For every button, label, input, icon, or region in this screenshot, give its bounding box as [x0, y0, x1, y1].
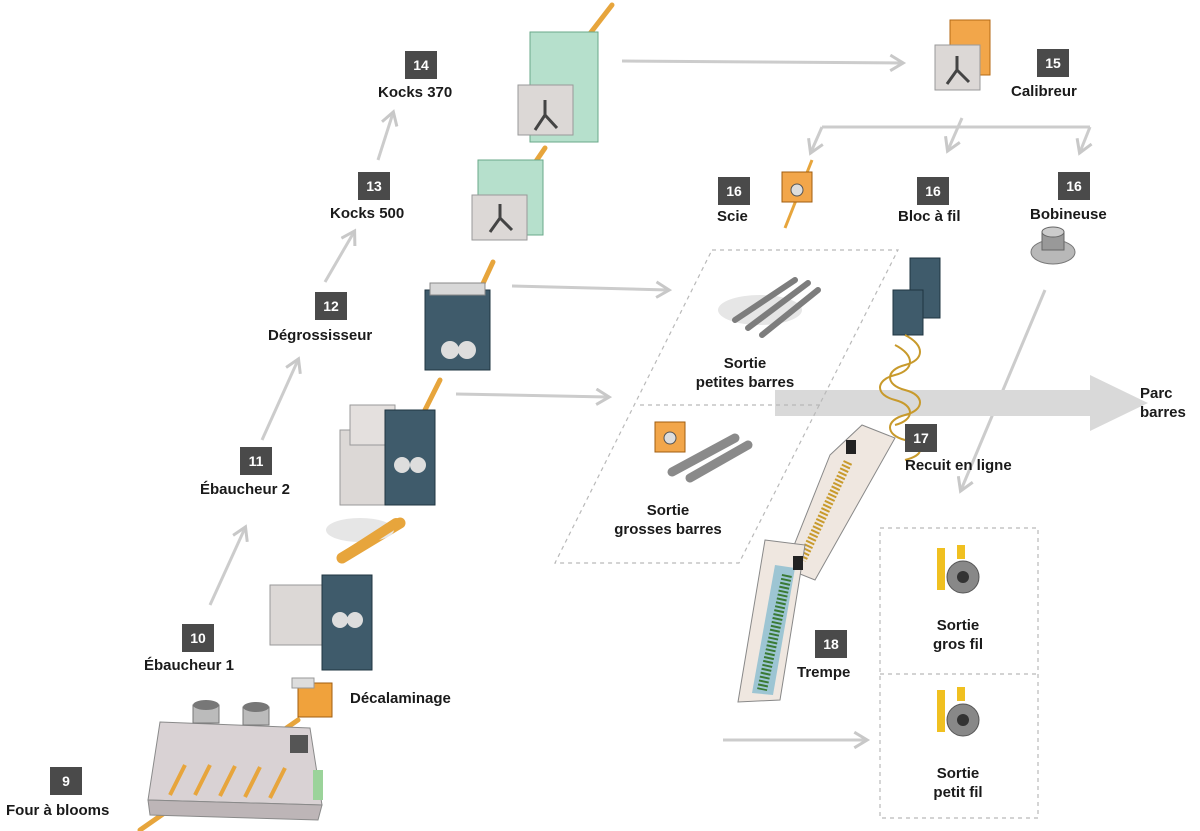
- arrow-12-to-13: [323, 232, 354, 283]
- split-arrow: [811, 125, 1090, 152]
- scie-unit: [781, 159, 814, 229]
- output-thick-wire: Sortie gros fil: [932, 617, 984, 653]
- descaling-label: Décalaminage: [350, 690, 451, 707]
- step-label-calibreur: Calibreur: [1011, 83, 1077, 100]
- small-bars-icon: [718, 277, 821, 338]
- furnace: [147, 700, 323, 821]
- step-label-bloc-a-fil: Bloc à fil: [898, 208, 961, 225]
- arrow-10-to-11: [208, 528, 245, 606]
- step-badge-11: 11: [240, 447, 272, 475]
- thick-wire-coil-icon: [937, 545, 980, 594]
- ebaucheur-2-stand: [339, 404, 436, 506]
- descaling-unit: [291, 677, 333, 718]
- step-label-four-a-blooms: Four à blooms: [6, 802, 110, 819]
- step-badge-17: 17: [905, 424, 937, 452]
- bars-output-zone: [554, 249, 899, 564]
- step-label-ebaucheur-2: Ébaucheur 2: [200, 481, 291, 498]
- step-label-kocks-370: Kocks 370: [378, 84, 453, 101]
- calibreur-stand: [934, 19, 991, 91]
- output-bar-yard: Parc barres: [1140, 385, 1186, 421]
- kocks-370-stand: [517, 31, 599, 143]
- step-label-ebaucheur-1: Ébaucheur 1: [144, 657, 235, 674]
- bobineuse-unit: [1030, 226, 1076, 265]
- arrow-to-bloc-fil: [948, 117, 964, 150]
- step-label-recuit-en-ligne: Recuit en ligne: [905, 457, 1012, 474]
- step-badge-14: 14: [405, 51, 437, 79]
- dashed-zones: [554, 249, 1039, 819]
- degrossisseur-stand: [424, 282, 491, 371]
- quench-line: [737, 539, 806, 703]
- output-large-bars: Sortie grosses barres: [614, 502, 722, 538]
- big-arrow-to-parc-barres: [775, 375, 1148, 431]
- step-label-degrossisseur: Dégrossisseur: [268, 327, 373, 344]
- arrow-to-small-bars: [511, 286, 668, 290]
- output-small-bars: Sortie petites barres: [695, 355, 795, 391]
- step-badge-16-bloc: 16: [917, 177, 949, 205]
- ebaucheur-1-stand: [269, 574, 373, 671]
- step-badge-9: 9: [50, 767, 82, 795]
- step-label-scie: Scie: [717, 208, 748, 225]
- step-badge-16-bobineuse: 16: [1058, 172, 1090, 200]
- kocks-500-stand: [471, 159, 544, 241]
- large-bars-icon: [654, 421, 753, 483]
- step-label-trempe: Trempe: [797, 664, 851, 681]
- step-badge-13: 13: [358, 172, 390, 200]
- bloc-a-fil-unit: [892, 257, 941, 336]
- step-label-bobineuse: Bobineuse: [1030, 206, 1107, 223]
- step-badge-15: 15: [1037, 49, 1069, 77]
- step-badge-12: 12: [315, 292, 347, 320]
- thin-wire-coil-icon: [937, 687, 980, 737]
- step-label-kocks-500: Kocks 500: [330, 205, 405, 222]
- step-badge-10: 10: [182, 624, 214, 652]
- arrow-13-to-14: [376, 113, 393, 161]
- arrow-to-large-bars: [455, 394, 608, 397]
- output-thin-wire: Sortie petit fil: [933, 765, 983, 801]
- arrow-to-calibreur: [621, 61, 902, 63]
- step-badge-16-scie: 16: [718, 177, 750, 205]
- step-badge-18: 18: [815, 630, 847, 658]
- arrow-11-to-12: [260, 360, 298, 441]
